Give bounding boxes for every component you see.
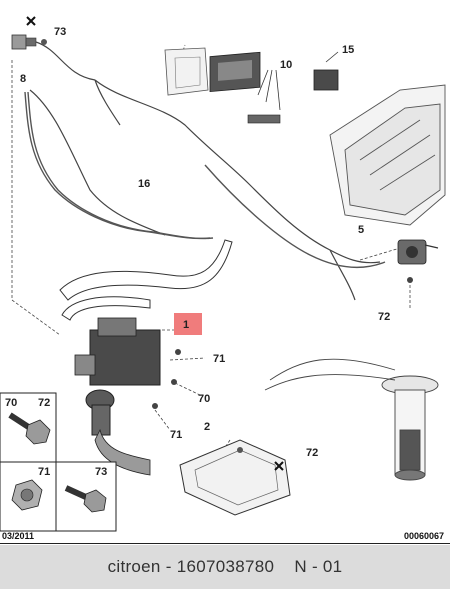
heater-unit-1 xyxy=(74,317,161,476)
coolant-hoses xyxy=(59,239,233,321)
sensor-5 xyxy=(397,239,439,265)
tank-housing xyxy=(329,84,446,226)
nut-71-icon xyxy=(11,479,43,511)
pipe-lines xyxy=(24,91,386,269)
bolt-markers xyxy=(152,277,413,409)
caption-brand: citroen xyxy=(107,557,161,576)
x-mark-icon xyxy=(274,461,284,471)
footer-divider xyxy=(0,543,450,544)
callout-70: 70 xyxy=(198,393,210,405)
connector-8 xyxy=(11,34,96,81)
document-code: 00060067 xyxy=(403,531,444,541)
callout-2: 2 xyxy=(204,421,210,433)
callout-71-lower: 71 xyxy=(170,429,182,441)
fuel-pump xyxy=(264,358,439,481)
date-code: 03/2011 xyxy=(2,531,35,541)
caption-separator: - xyxy=(160,557,177,576)
legend-label-72: 72 xyxy=(38,397,50,409)
bracket-2 xyxy=(179,439,291,516)
bolt-70-72-icon xyxy=(8,412,51,445)
bracket-10 xyxy=(164,47,281,124)
callout-72-right: 72 xyxy=(378,311,390,323)
callout-72-bracket: 72 xyxy=(306,447,318,459)
fastener-legend: 70 72 71 73 xyxy=(0,392,117,532)
legend-label-70: 70 xyxy=(5,397,17,409)
wiring-harness-16 xyxy=(29,79,381,301)
caption-part-number: 1607038780 xyxy=(176,557,275,576)
callout-5: 5 xyxy=(358,224,364,236)
caption-variant: N - 01 xyxy=(294,557,343,576)
caption-spacer xyxy=(274,557,294,577)
caption-bar: citroen - 1607038780 N - 01 xyxy=(0,545,450,589)
leader-lines xyxy=(11,44,411,466)
relay-15 xyxy=(313,51,339,91)
legend-label-71: 71 xyxy=(38,466,50,478)
callout-73: 73 xyxy=(54,26,66,38)
highlight-box-1 xyxy=(174,313,202,335)
exploded-parts-diagram: 1 2 5 8 10 15 16 70 71 71 72 72 73 70 72… xyxy=(0,16,446,532)
callout-15: 15 xyxy=(342,44,354,56)
bolt-73-icon xyxy=(64,485,107,513)
callout-71-upper: 71 xyxy=(213,353,225,365)
callout-10: 10 xyxy=(280,59,292,71)
callout-8: 8 xyxy=(20,73,26,85)
x-mark-icon xyxy=(26,16,36,26)
legend-label-73: 73 xyxy=(95,466,107,478)
callout-16: 16 xyxy=(138,178,150,190)
callout-1: 1 xyxy=(183,319,189,331)
